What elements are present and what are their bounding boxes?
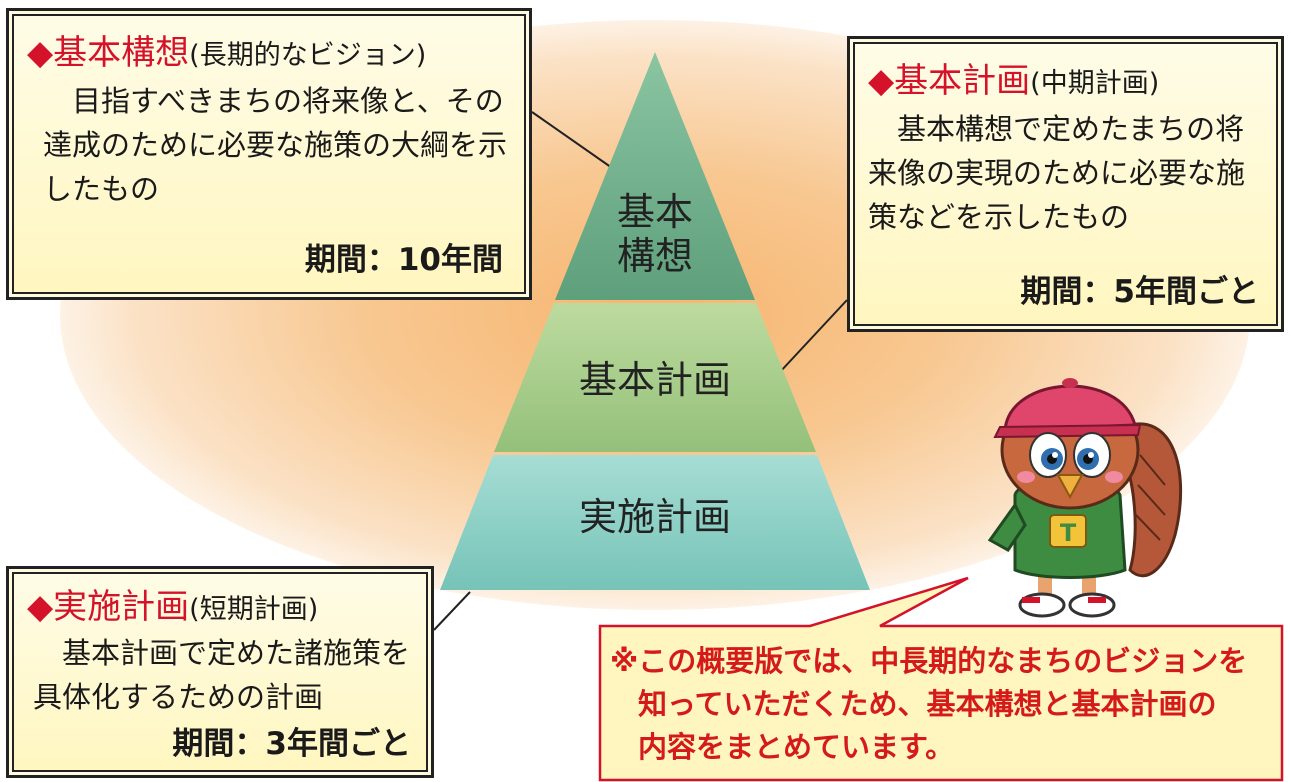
box-keikaku-description: 基本構想で定めたまちの将来像の実現のために必要な施策などを示したもの — [868, 112, 1246, 234]
bubble-note-line3: 内容をまとめています。 — [638, 730, 955, 764]
bubble-note-line2: 知っていただくため、基本構想と基本計画の — [638, 687, 1217, 721]
box-keikaku-title: 基本計画 — [894, 61, 1031, 101]
pyramid-label-jisshi: 実施計画 — [578, 495, 731, 539]
box-jisshi-keikaku: ◆実施計画(短期計画) 基本計画で定めた諸施策を具体化するための計画 期間：3年… — [6, 566, 434, 778]
mascot-bird-icon: T — [987, 378, 1183, 618]
diamond-bullet-icon: ◆ — [27, 587, 54, 627]
bubble-note-line1: ※この概要版では、中長期的なまちのビジョンを — [610, 644, 1248, 678]
box-kihon-keikaku: ◆基本計画(中期計画) 基本構想で定めたまちの将来像の実現のために必要な施策など… — [847, 36, 1284, 332]
diamond-bullet-icon: ◆ — [27, 33, 54, 73]
pyramid-label-keikaku: 基本計画 — [578, 358, 731, 402]
box-jisshi-header: ◆実施計画(短期計画) — [27, 587, 318, 630]
box-keikaku-subtitle: (中期計画) — [1030, 68, 1160, 99]
pyramid-middle-tier — [494, 303, 816, 452]
box-jisshi-term: 期間：3年間ごと — [172, 726, 411, 762]
box-keikaku-term: 期間：5年間ごと — [1020, 274, 1259, 310]
box-jisshi-subtitle: (短期計画) — [189, 594, 319, 625]
connector-line-kousou — [531, 111, 616, 171]
box-kousou-term: 期間：10年間 — [304, 242, 503, 278]
pyramid-top-tier — [555, 52, 755, 300]
box-kousou-header: ◆基本構想(長期的なビジョン) — [27, 33, 426, 76]
box-kousou-title: 基本構想 — [53, 33, 190, 73]
box-kihon-kousou: ◆基本構想(長期的なビジョン) 目指すべきまちの将来像と、その達成のために必要な… — [6, 8, 532, 300]
speech-bubble — [598, 576, 1284, 782]
connector-line-jisshi — [433, 591, 471, 631]
diamond-bullet-icon: ◆ — [868, 61, 895, 101]
box-jisshi-description: 基本計画で定めた諸施策を具体化するための計画 — [33, 636, 411, 714]
box-kousou-description: 目指すべきまちの将来像と、その達成のために必要な施策の大綱を示したもの — [43, 84, 508, 206]
pyramid-bottom-tier — [440, 455, 870, 590]
box-keikaku-header: ◆基本計画(中期計画) — [868, 61, 1159, 104]
pyramid-label-kousou-line2: 構想 — [616, 234, 693, 278]
box-kousou-subtitle: (長期的なビジョン) — [189, 40, 427, 71]
svg-text:T: T — [1060, 519, 1077, 547]
bubble-note: ※この概要版では、中長期的なまちのビジョンを 知っていただくため、基本構想と基本… — [610, 640, 1270, 769]
pyramid-label-kousou-line1: 基本 — [616, 190, 693, 234]
box-jisshi-title: 実施計画 — [53, 587, 190, 627]
pyramid-label-kousou: 基本 構想 — [600, 190, 710, 278]
connector-line-keikaku — [779, 299, 848, 373]
